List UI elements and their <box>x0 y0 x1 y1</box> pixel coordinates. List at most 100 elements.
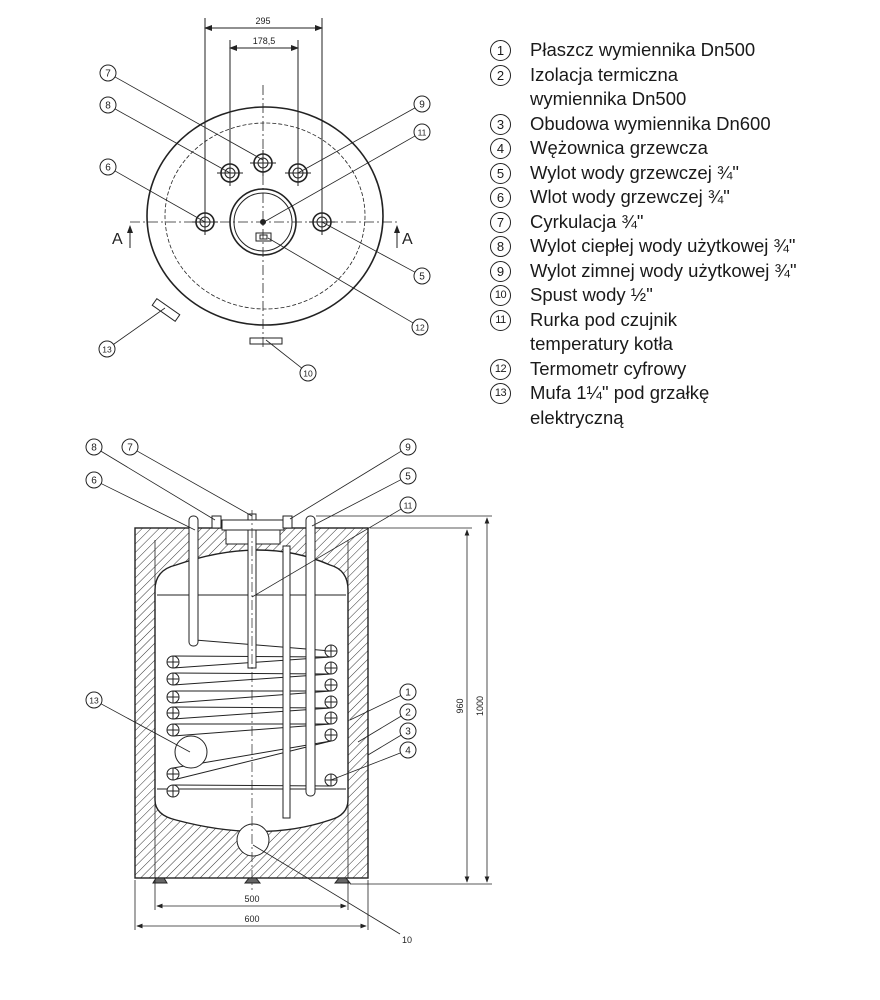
coil-turn <box>166 690 180 704</box>
foot <box>333 877 352 884</box>
dimension-500: 500 <box>244 894 259 904</box>
legend-text: Wylot wody grzewczej ¾" <box>530 161 739 183</box>
callout-number: 4 <box>405 746 411 757</box>
section-callout-3: 3 <box>367 722 417 756</box>
section-callout-8: 8 <box>85 438 216 521</box>
leader-line <box>297 107 416 174</box>
callout-number: 8 <box>105 101 111 112</box>
callout-number: 2 <box>405 708 411 719</box>
callout-number: 11 <box>404 501 413 511</box>
drain-socket <box>236 823 270 857</box>
leader-line <box>263 135 416 223</box>
outer-shell <box>146 106 384 326</box>
top-callout-8: 8 <box>99 96 231 174</box>
legend-number: 9 <box>490 260 511 282</box>
dimension-178: 178,5 <box>253 36 276 46</box>
legend-number: 4 <box>490 138 511 159</box>
callout-bubble <box>85 438 103 456</box>
callout-bubble <box>399 703 417 721</box>
callout-bubble <box>99 158 117 176</box>
callout-number: 1 <box>405 688 411 699</box>
leader-line <box>100 483 196 531</box>
top-callout-13: 13 <box>98 307 166 358</box>
legend-item-10: 10 Spust wody ½" <box>490 283 797 308</box>
legend-number: 13 <box>490 383 511 404</box>
leader-line <box>114 76 264 161</box>
legend-text: Termometr cyfrowy <box>530 357 687 379</box>
callout-number: 6 <box>105 163 111 174</box>
callout-number: 7 <box>105 69 111 80</box>
legend-text: Izolacja termiczna wymiennika Dn500 <box>530 63 687 110</box>
legend-item-9: 9 Wylot zimnej wody użytkowej ¾" <box>490 259 797 284</box>
callout-number: 8 <box>91 443 97 454</box>
leader-line <box>311 479 402 527</box>
heater-socket <box>151 297 181 323</box>
callout-bubble <box>98 340 116 358</box>
callout-bubble <box>413 123 431 141</box>
legend-text: Wylot zimnej wody użytkowej ¾" <box>530 259 797 281</box>
legend-text: Płaszcz wymiennika Dn500 <box>530 39 756 60</box>
leader-line <box>321 221 416 273</box>
legend-text: Wężownica grzewcza <box>530 137 708 158</box>
leader-line <box>113 307 166 345</box>
top-callout-6: 6 <box>99 158 206 223</box>
section-callout-1: 1 <box>349 683 417 721</box>
callout-10-label: 10 <box>402 935 412 945</box>
pipe-heating-outlet <box>305 515 316 797</box>
coil-turn <box>166 655 180 669</box>
legend-number: 1 <box>490 40 511 61</box>
legend-text: Spust wody ½" <box>530 284 653 305</box>
leader-line <box>349 695 401 721</box>
callout-number: 9 <box>419 100 425 111</box>
callout-bubble <box>85 471 103 489</box>
legend-text: Wylot ciepłej wody użytkowej ¾" <box>530 235 796 256</box>
coil-turn <box>324 678 338 692</box>
leader-line <box>252 844 401 935</box>
coil-turn <box>324 661 338 675</box>
legend-item-1: 1 Płaszcz wymiennika Dn500 <box>490 38 797 63</box>
coil-turn <box>166 672 180 686</box>
pipe-fitting <box>250 150 276 176</box>
callout-bubble <box>399 741 417 759</box>
leader-line <box>330 752 401 781</box>
dimension-1000: 1000 <box>475 696 485 716</box>
callout-number: 13 <box>89 696 99 706</box>
callout-bubble <box>99 96 117 114</box>
foot <box>243 877 262 884</box>
pipe-heating-inlet <box>188 515 199 647</box>
section-callout-13: 13 <box>85 691 191 753</box>
callout-bubble <box>399 438 417 456</box>
top-callout-12: 12 <box>267 237 429 336</box>
callout-number: 10 <box>303 369 313 379</box>
leader-line <box>136 450 253 517</box>
coil-turn <box>324 711 338 725</box>
top-callout-7: 7 <box>99 64 264 161</box>
legend-text: Rurka pod czujnik temperatury kotła <box>530 308 678 355</box>
top-view <box>127 18 400 350</box>
callout-number: 13 <box>102 345 112 355</box>
section-callout-11: 11 <box>251 496 417 598</box>
legend-number: 10 <box>490 285 511 306</box>
foot <box>152 877 168 884</box>
leader-line <box>100 450 216 521</box>
flange <box>229 188 297 256</box>
legend-text: Wlot wody grzewczej ¾" <box>530 186 730 207</box>
callout-number: 12 <box>415 323 425 333</box>
pipe-fitting <box>309 209 335 235</box>
coil-turn <box>324 695 338 709</box>
callout-number: 11 <box>418 128 427 138</box>
callout-number: 6 <box>91 476 97 487</box>
top-flange <box>221 519 285 531</box>
leader-line <box>357 715 402 743</box>
callout-bubble <box>121 438 139 456</box>
cold-water-pipe <box>282 545 291 819</box>
legend-number: 11 <box>490 309 511 331</box>
leader-line <box>251 508 402 598</box>
legend-text: Obudowa wymiennika Dn600 <box>530 112 771 134</box>
callout-bubble <box>413 95 431 113</box>
